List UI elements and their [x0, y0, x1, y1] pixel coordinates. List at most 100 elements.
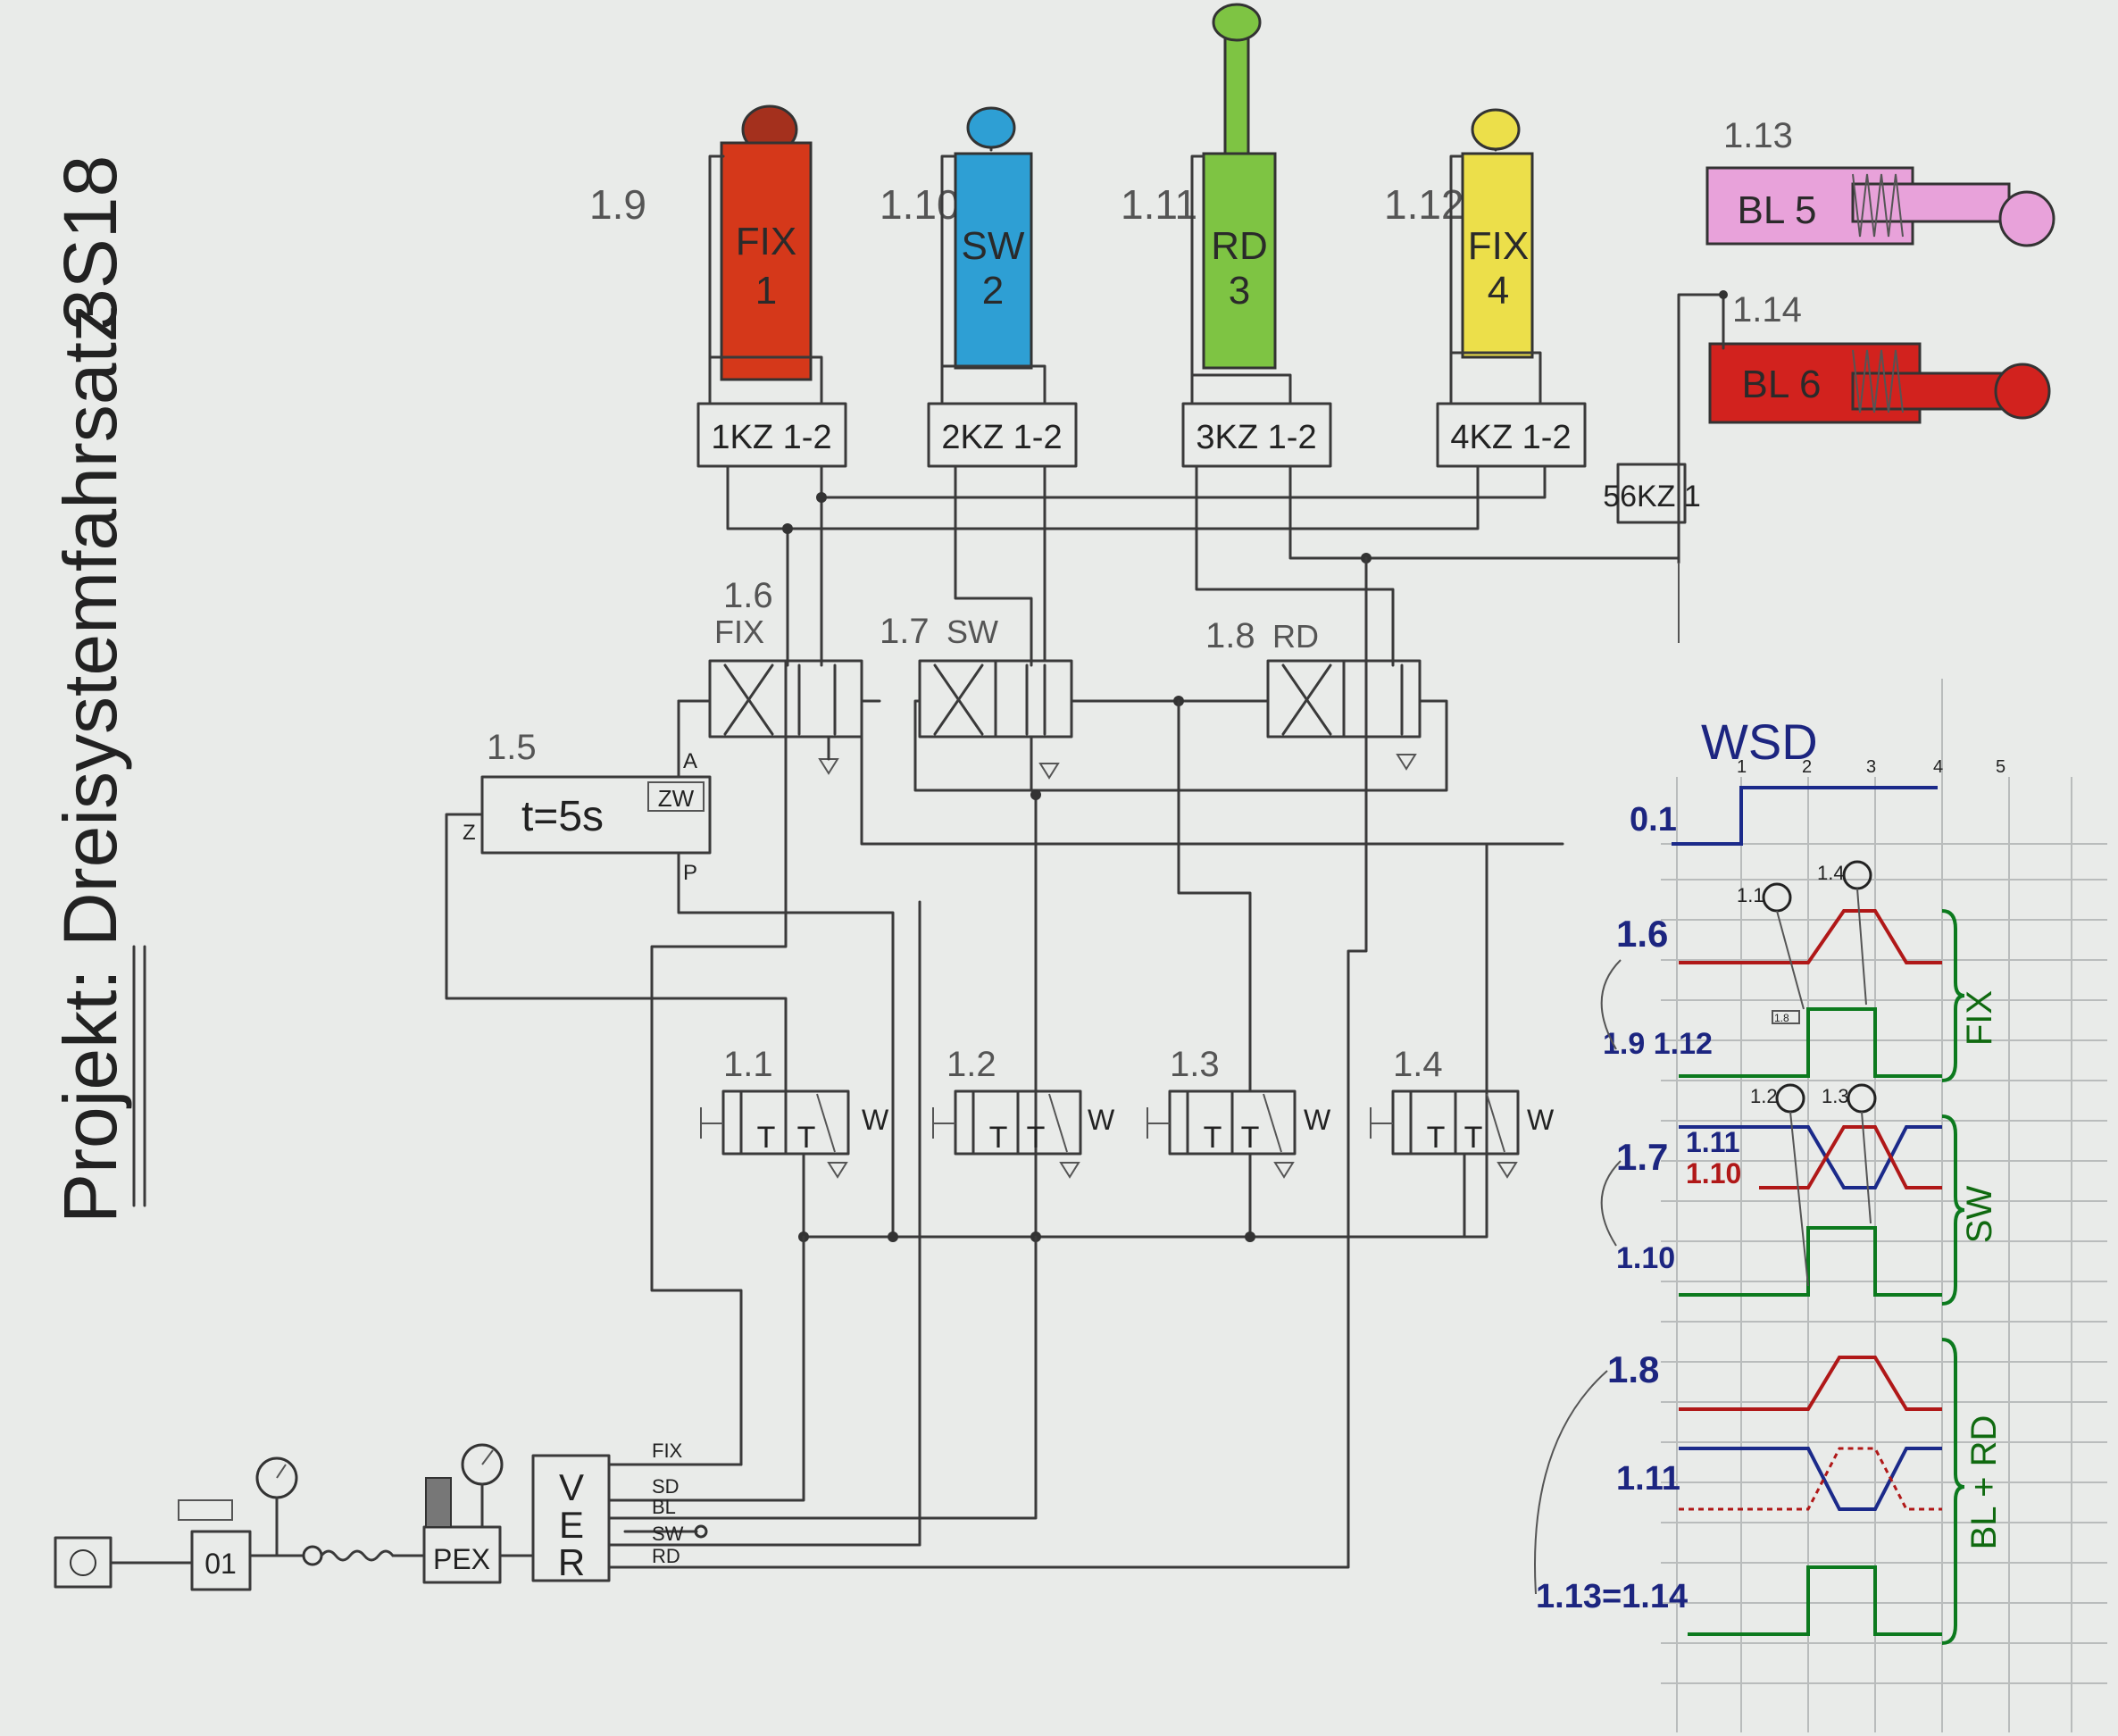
- block-2kz: [927, 402, 1078, 468]
- wsd-row-111: 1.11: [1686, 1126, 1740, 1158]
- wsd-step: 3: [1866, 757, 1876, 777]
- wsd-marker: 1.3: [1822, 1085, 1849, 1107]
- cylinder-body: [1202, 152, 1277, 370]
- valve-1-6-id: 1.6: [723, 576, 773, 615]
- valve-1-6-label: FIX: [714, 613, 764, 650]
- title-name: Dreisystemfahrsatz: [48, 305, 132, 947]
- valve-1-3-id: 1.3: [1170, 1045, 1220, 1084]
- block-4kz: [1436, 402, 1587, 468]
- block-3kz: [1181, 402, 1332, 468]
- block-1kz: [696, 402, 847, 468]
- valve-1-8-id: 1.8: [1205, 616, 1255, 655]
- wsd-row-19-112: 1.9 1.12: [1603, 1027, 1713, 1061]
- brake-bl5: 1.13 BL 5: [1705, 116, 2055, 247]
- wsd-row-110-b: 1.10: [1616, 1241, 1675, 1275]
- valve-1-8: 1.8 RD: [1034, 616, 1448, 792]
- valve-1-7-id: 1.7: [880, 612, 930, 651]
- title-underline: [132, 945, 146, 1207]
- timer-port-z: Z: [463, 821, 476, 845]
- cylinder-blocks: 1KZ 1-2 2KZ 1-2 3KZ 1-2 4KZ 1-2: [696, 402, 1587, 468]
- cylinder-1-10: 1.10 SW 2: [880, 106, 1046, 404]
- block-4kz-label: 4KZ 1-2: [1450, 419, 1571, 456]
- brake-bl6-label: BL 6: [1742, 363, 1822, 406]
- piston-knob-icon: [966, 106, 1016, 149]
- valve-1-3: 1.3 T T W: [1147, 1045, 1331, 1179]
- cylinder-label-bottom: 3: [1229, 269, 1250, 313]
- timer-port-p: P: [683, 861, 697, 885]
- block-56kz: [1616, 463, 1687, 524]
- wsd-diagram: WSD: [1534, 679, 2107, 1732]
- cylinder-body: [954, 152, 1033, 370]
- wsd-title: WSD: [1701, 714, 1818, 770]
- cylinder-1-10-id: 1.10: [880, 181, 960, 228]
- valve-1-8-label: RD: [1272, 618, 1319, 655]
- ver-letter: V: [559, 1466, 584, 1508]
- valve-t: T: [1204, 1121, 1222, 1155]
- brake-bl5-label: BL 5: [1738, 188, 1817, 232]
- timer-marker-icon: [1847, 1083, 1877, 1114]
- brake-knob-icon: [1994, 363, 2051, 420]
- title-code: 3S18: [48, 155, 132, 330]
- wsd-side-sw: SW: [1960, 1186, 1999, 1244]
- cylinder-body: [1461, 152, 1534, 359]
- wsd-step: 5: [1996, 757, 2005, 777]
- wsd-row-110: 1.10: [1686, 1157, 1741, 1189]
- cylinder-label-top: FIX: [736, 220, 796, 263]
- wsd-row-18: 1.8: [1607, 1348, 1659, 1390]
- timer-marker-icon: [1842, 860, 1872, 890]
- block-3kz-label: 3KZ 1-2: [1196, 419, 1316, 456]
- brake-bl6: 1.14 BL 6: [1708, 290, 2051, 424]
- wsd-marker: 1.4: [1817, 862, 1845, 884]
- valve-t: T: [989, 1121, 1008, 1155]
- block-1kz-label: 1KZ 1-2: [711, 419, 831, 456]
- cylinder-1-11: 1.11 RD 3: [1121, 3, 1292, 404]
- timer-1-5: 1.5 t=5s ZW A P Z: [445, 699, 895, 1239]
- wsd-grid: [1661, 679, 2107, 1732]
- wsd-row-111-rd: 1.11: [1616, 1460, 1680, 1498]
- valve-t: T: [797, 1121, 816, 1155]
- cylinder-1-9: 1.9 FIX 1: [589, 104, 823, 404]
- timer-text: t=5s: [521, 793, 604, 840]
- cylinder-label-top: RD: [1211, 224, 1268, 268]
- valve-w: W: [1088, 1104, 1115, 1136]
- title-prefix: Projekt:: [48, 969, 132, 1223]
- valve-1-2: 1.2 T T W: [932, 1045, 1115, 1179]
- unit-01-label: 01: [204, 1548, 237, 1580]
- wsd-row-113-114: 1.13=1.14: [1536, 1578, 1688, 1615]
- valve-1-2-id: 1.2: [946, 1045, 996, 1084]
- valve-w: W: [1527, 1104, 1555, 1136]
- ver-output-label: FIX: [652, 1440, 683, 1462]
- cylinder-1-11-id: 1.11: [1121, 181, 1197, 228]
- unit-01: [190, 1530, 252, 1591]
- valve-1-1-id: 1.1: [723, 1045, 773, 1084]
- project-title: Projekt: Dreisystemfahrsatz 3S18: [48, 155, 132, 1223]
- cylinder-1-9-id: 1.9: [589, 181, 646, 228]
- valve-1-1: 1.1 T T W: [700, 1045, 889, 1179]
- brake-bl5-id: 1.13: [1723, 116, 1793, 155]
- wsd-step: 2: [1802, 757, 1812, 777]
- cylinder-label-top: FIX: [1468, 224, 1529, 268]
- wsd-side-rd: BL + RD: [1964, 1415, 2004, 1550]
- block-2kz-label: 2KZ 1-2: [941, 419, 1062, 456]
- valve-t: T: [1027, 1121, 1046, 1155]
- timer-marker-icon: [1775, 1083, 1805, 1114]
- cylinder-body: [720, 141, 813, 381]
- wsd-marker: 1.2: [1750, 1085, 1778, 1107]
- spring-icon: [1852, 349, 1904, 413]
- supply-chain: 01 PEX V E R FIX SD BL SW RD: [54, 1440, 743, 1591]
- valve-w: W: [862, 1104, 889, 1136]
- wsd-side-fix: FIX: [1960, 990, 1999, 1046]
- ver-output-label: RD: [652, 1545, 680, 1567]
- valve-t: T: [1427, 1121, 1446, 1155]
- cylinder-label-bottom: 1: [755, 269, 777, 313]
- timer-marker-icon: [1762, 882, 1792, 913]
- pex-label: PEX: [433, 1543, 490, 1575]
- ver-output-label: BL: [652, 1496, 676, 1518]
- piston-knob-icon: [1471, 108, 1521, 151]
- timer-mode: ZW: [658, 785, 695, 812]
- brake-bl6-id: 1.14: [1732, 290, 1802, 330]
- wsd-step: 4: [1933, 757, 1943, 777]
- timer-id: 1.5: [487, 728, 537, 767]
- valve-t: T: [1464, 1121, 1483, 1155]
